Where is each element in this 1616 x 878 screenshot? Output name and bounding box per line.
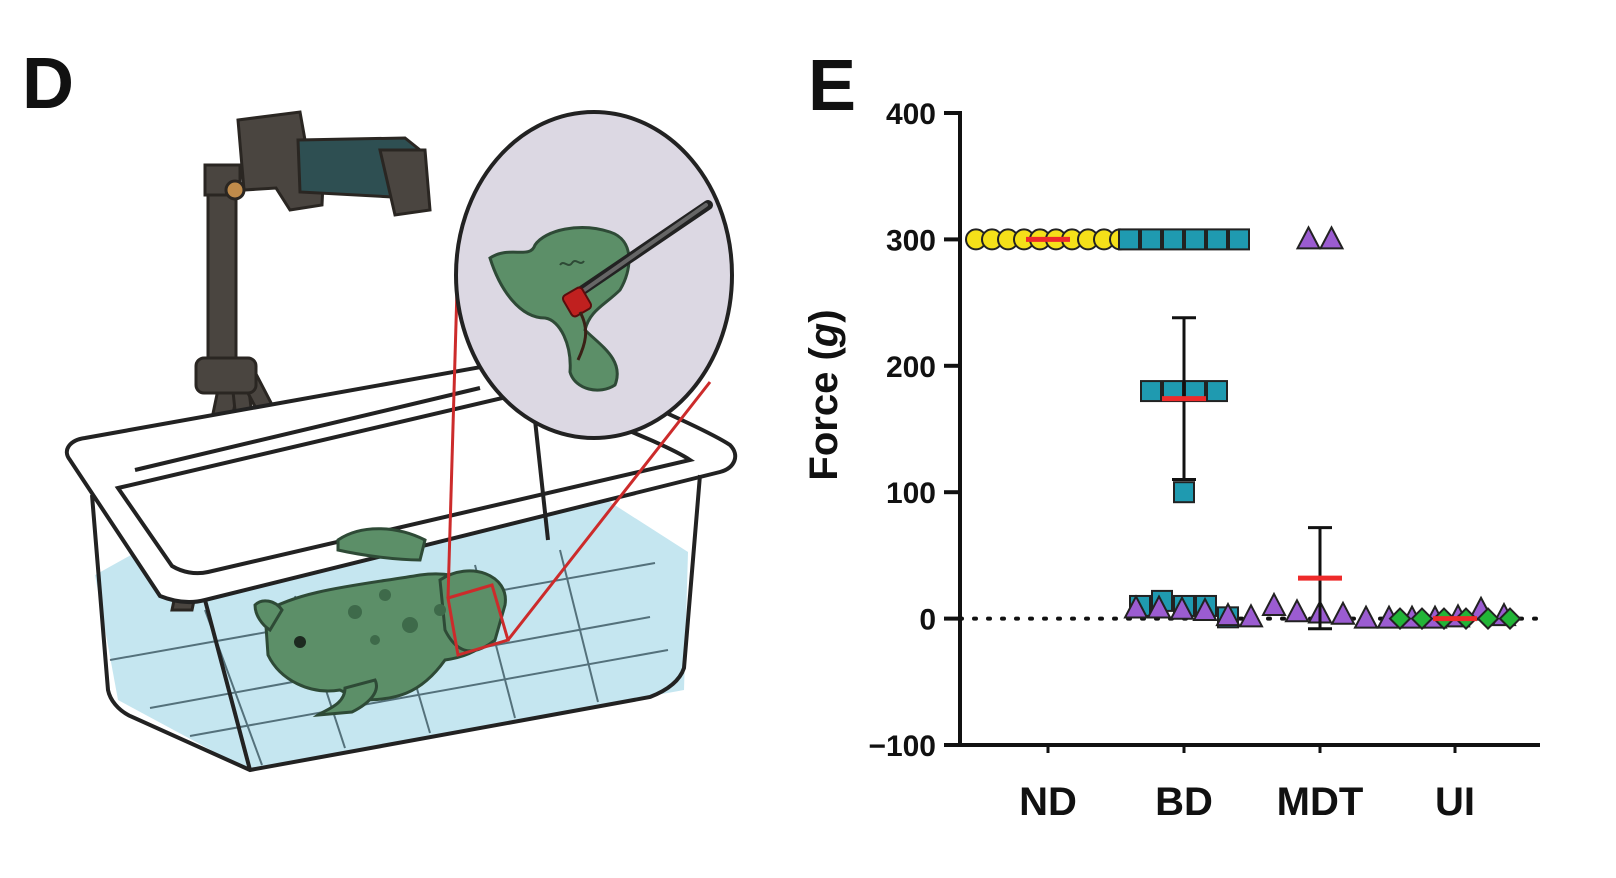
data-point-square (1140, 380, 1162, 403)
data-point-triangle (1238, 603, 1264, 628)
panel-label-d: D (22, 44, 74, 124)
data-point-square (1173, 481, 1195, 504)
data-point-square (1140, 228, 1162, 251)
frog (253, 527, 507, 717)
data-point-triangle (1295, 225, 1322, 250)
y-axis-title-variable: g (802, 323, 846, 348)
data-point-triangle (1261, 591, 1287, 616)
data-point-triangle (1169, 595, 1195, 620)
panel-label-e: E (808, 46, 857, 126)
data-point-triangle (1146, 594, 1172, 619)
y-tick-label: −100 (868, 730, 936, 763)
y-tick-label: 300 (886, 224, 936, 257)
chart-axes (958, 111, 1540, 747)
y-tick-label: 200 (886, 351, 936, 384)
zoom-indicator (446, 254, 712, 657)
data-point-square (1162, 228, 1184, 251)
x-category-label: ND (1019, 780, 1077, 824)
magnified-inset (454, 110, 734, 440)
data-point-square (1228, 228, 1250, 251)
data-point-triangle (1192, 596, 1218, 622)
tank-body (90, 419, 702, 773)
data-point-triangle (1123, 594, 1149, 619)
x-category-label: BD (1155, 780, 1213, 824)
y-tick-label: 0 (919, 604, 936, 637)
mean-sd-bars (1026, 236, 1477, 631)
data-point-diamond (1498, 607, 1522, 631)
data-point-triangle (1330, 600, 1356, 625)
y-tick-label: 400 (886, 98, 936, 131)
data-point-diamond (1410, 607, 1434, 631)
data-point-triangle (1215, 601, 1241, 627)
data-point-triangle (1284, 598, 1310, 623)
data-point-diamond (1388, 607, 1412, 631)
y-axis-title-prefix: Force ( (802, 347, 846, 481)
y-axis-title: Force (g) (802, 309, 846, 480)
data-point-diamond (1476, 607, 1500, 631)
x-category-label: MDT (1277, 780, 1364, 824)
frog-setup-illustration (64, 110, 738, 773)
data-point-square (1118, 228, 1140, 251)
data-points (965, 225, 1522, 631)
data-point-triangle (1318, 225, 1345, 250)
data-point-square (1206, 228, 1228, 251)
data-point-square (1184, 228, 1206, 251)
data-point-square (1206, 380, 1228, 403)
x-category-label: UI (1435, 780, 1475, 824)
x-axis-categories: ND BD MDT UI (1019, 745, 1475, 824)
data-point-triangle (1353, 604, 1379, 629)
y-axis-ticks: 400 300 200 100 0 −100 (868, 98, 960, 763)
y-tick-label: 100 (886, 477, 936, 510)
y-axis-title-suffix: ) (802, 309, 846, 322)
